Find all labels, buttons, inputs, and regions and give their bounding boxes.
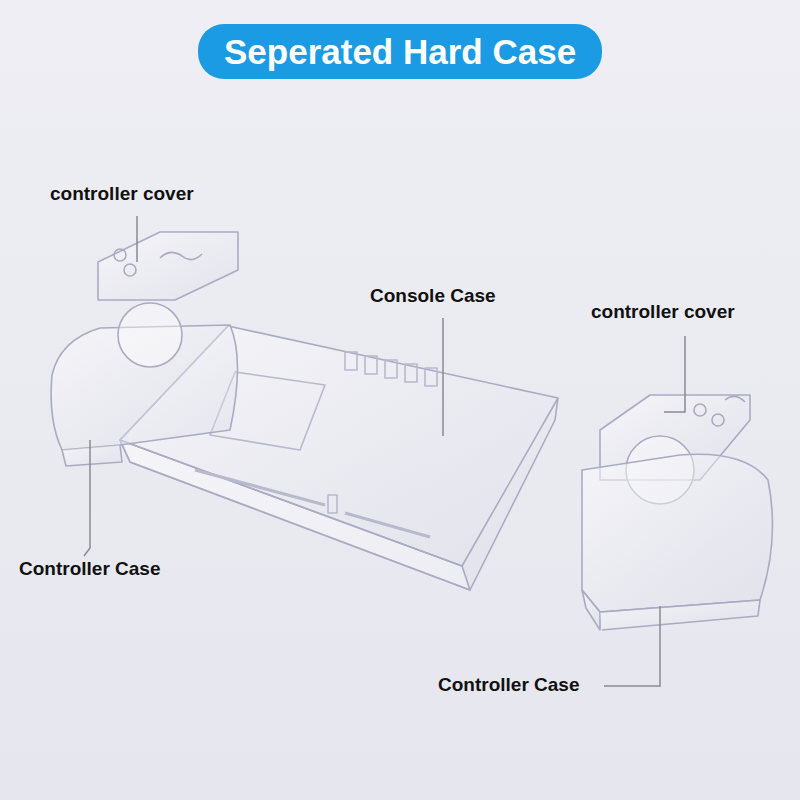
left-controller-cover-shape [98, 232, 238, 367]
leader-line [604, 606, 660, 686]
leader-line [136, 216, 138, 262]
title-text: Seperated Hard Case [224, 32, 576, 71]
leader-line [84, 440, 90, 556]
part-label: controller cover [50, 184, 194, 205]
part-label: Console Case [370, 286, 496, 307]
part-label: Controller Case [438, 675, 579, 696]
leader-line [664, 336, 685, 412]
part-label: Controller Case [19, 559, 160, 580]
right-controller-case-shape [582, 454, 773, 630]
leader-line [442, 318, 444, 436]
title-banner: Seperated Hard Case [198, 24, 602, 79]
part-label: controller cover [591, 302, 735, 323]
